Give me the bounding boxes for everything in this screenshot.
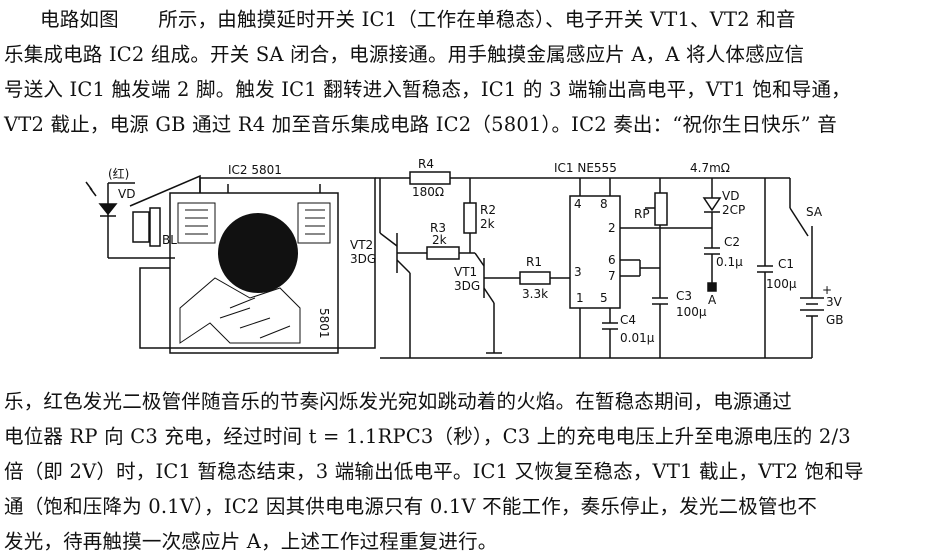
label-gb-voltage: 3V — [826, 295, 843, 309]
label-led-color: (红) — [108, 166, 129, 181]
text-line: 倍（即 2V）时，IC1 暂稳态结束，3 端输出低电平。IC1 又恢复至稳态，V… — [4, 460, 864, 483]
label-c3: C3 — [676, 289, 692, 303]
label-plus: + — [822, 283, 832, 297]
label-gb: GB — [826, 313, 844, 327]
label-pin5: 5 — [600, 291, 608, 305]
label-pin4: 4 — [574, 197, 582, 211]
label-c1-value: 100μ — [766, 277, 797, 291]
label-pin6: 6 — [608, 253, 616, 267]
text-line: 电位器 RP 向 C3 充电，经过时间 t = 1.1RPC3（秒），C3 上的… — [4, 425, 851, 448]
label-pin7: 7 — [608, 269, 616, 283]
circuit-diagram: (红) VD BL IC2 5801 5801 VT2 3DG R4 180Ω … — [85, 157, 844, 359]
label-c1: C1 — [778, 257, 794, 271]
label-vt2: VT2 — [350, 238, 373, 252]
text-line: 电路如图 所示，由触摸延时开关 IC1（工作在单稳态）、电子开关 VT1、VT2… — [40, 8, 796, 31]
paragraph-bottom: 乐，红色发光二极管伴随音乐的节奏闪烁发光宛如跳动着的火焰。在暂稳态期间，电源通过… — [4, 384, 948, 559]
label-r2-value: 2k — [480, 217, 495, 231]
label-rp-value: 4.7mΩ — [690, 161, 730, 175]
text-line: 发光，待再触摸一次感应片 A，上述工作过程重复进行。 — [4, 530, 498, 553]
label-sa: SA — [806, 205, 823, 219]
text-line: 号送入 IC1 触发端 2 脚。触发 IC1 翻转进入暂稳态，IC1 的 3 端… — [4, 78, 851, 101]
label-a: A — [708, 293, 717, 307]
text-line: 乐集成电路 IC2 组成。开关 SA 闭合，电源接通。用手触摸金属感应片 A，A… — [4, 43, 805, 66]
label-pin2: 2 — [608, 221, 616, 235]
label-buzzer: BL — [162, 233, 177, 247]
label-r3: R3 — [430, 221, 446, 235]
label-rp: RP — [634, 207, 650, 221]
label-ic1: IC1 NE555 — [554, 161, 617, 175]
label-ic2: IC2 5801 — [228, 163, 282, 177]
text-line: 乐，红色发光二极管伴随音乐的节奏闪烁发光宛如跳动着的火焰。在暂稳态期间，电源通过 — [4, 390, 793, 413]
label-r1: R1 — [526, 255, 542, 269]
text-line: 通（饱和压降为 0.1V），IC2 因其供电电源只有 0.1V 不能工作，奏乐停… — [4, 495, 818, 518]
label-c4-value: 0.01μ — [620, 331, 655, 345]
label-c3-value: 100μ — [676, 305, 707, 319]
text-line: VT2 截止，电源 GB 通过 R4 加至音乐集成电路 IC2（5801）。IC… — [4, 113, 837, 136]
label-led: VD — [118, 187, 135, 201]
label-vt1-type: 3DG — [454, 279, 480, 293]
label-c2-value: 0.1μ — [716, 255, 743, 269]
label-pin3: 3 — [574, 265, 582, 279]
paragraph-top: 电路如图 所示，由触摸延时开关 IC1（工作在单稳态）、电子开关 VT1、VT2… — [4, 2, 948, 142]
label-r2: R2 — [480, 203, 496, 217]
label-vt1: VT1 — [454, 265, 477, 279]
label-r4: R4 — [418, 157, 434, 171]
label-r3-value: 2k — [432, 233, 447, 247]
label-c4: C4 — [620, 313, 636, 327]
label-vt2-type: 3DG — [350, 252, 376, 266]
label-pin8: 8 — [600, 197, 608, 211]
label-ic2-chip: 5801 — [317, 308, 331, 339]
label-r1-value: 3.3k — [522, 287, 548, 301]
label-vd: VD — [722, 189, 739, 203]
label-r4-value: 180Ω — [412, 185, 444, 199]
label-pin1: 1 — [576, 291, 584, 305]
label-vd-type: 2CP — [722, 203, 745, 217]
label-c2: C2 — [724, 235, 740, 249]
